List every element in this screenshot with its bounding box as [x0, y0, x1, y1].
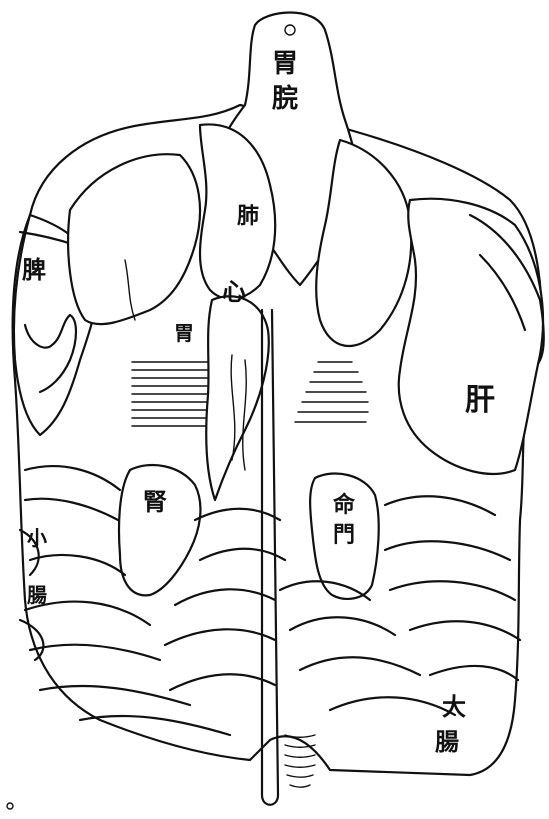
center-hatching — [295, 362, 368, 422]
kidney-shape — [119, 465, 200, 595]
label-life-gate-1: 命 — [333, 492, 356, 518]
stomach-hatch-box — [130, 355, 210, 430]
left-upper-organ — [68, 154, 200, 324]
label-spleen: 脾 — [22, 255, 46, 284]
central-tube — [262, 310, 278, 805]
label-stomach-duct-2: 脘 — [271, 84, 298, 114]
label-small-intestine-1: 小 — [27, 526, 47, 550]
label-small-intestine-2: 腸 — [27, 583, 47, 607]
label-life-gate-2: 門 — [333, 522, 355, 548]
label-large-intestine-1: 大 — [442, 692, 466, 721]
corner-mark — [7, 803, 13, 809]
heart-shape — [206, 296, 269, 500]
label-stomach: 胃 — [174, 321, 194, 345]
label-large-intestine-2: 腸 — [435, 727, 459, 756]
tube-base-rings — [285, 735, 315, 787]
liver-shape — [399, 199, 543, 474]
label-kidney: 腎 — [143, 487, 167, 516]
label-lung: 肺 — [237, 203, 259, 229]
label-heart: 心 — [222, 277, 246, 306]
label-liver: 肝 — [465, 383, 495, 418]
label-stomach-duct-1: 胃 — [272, 49, 298, 79]
